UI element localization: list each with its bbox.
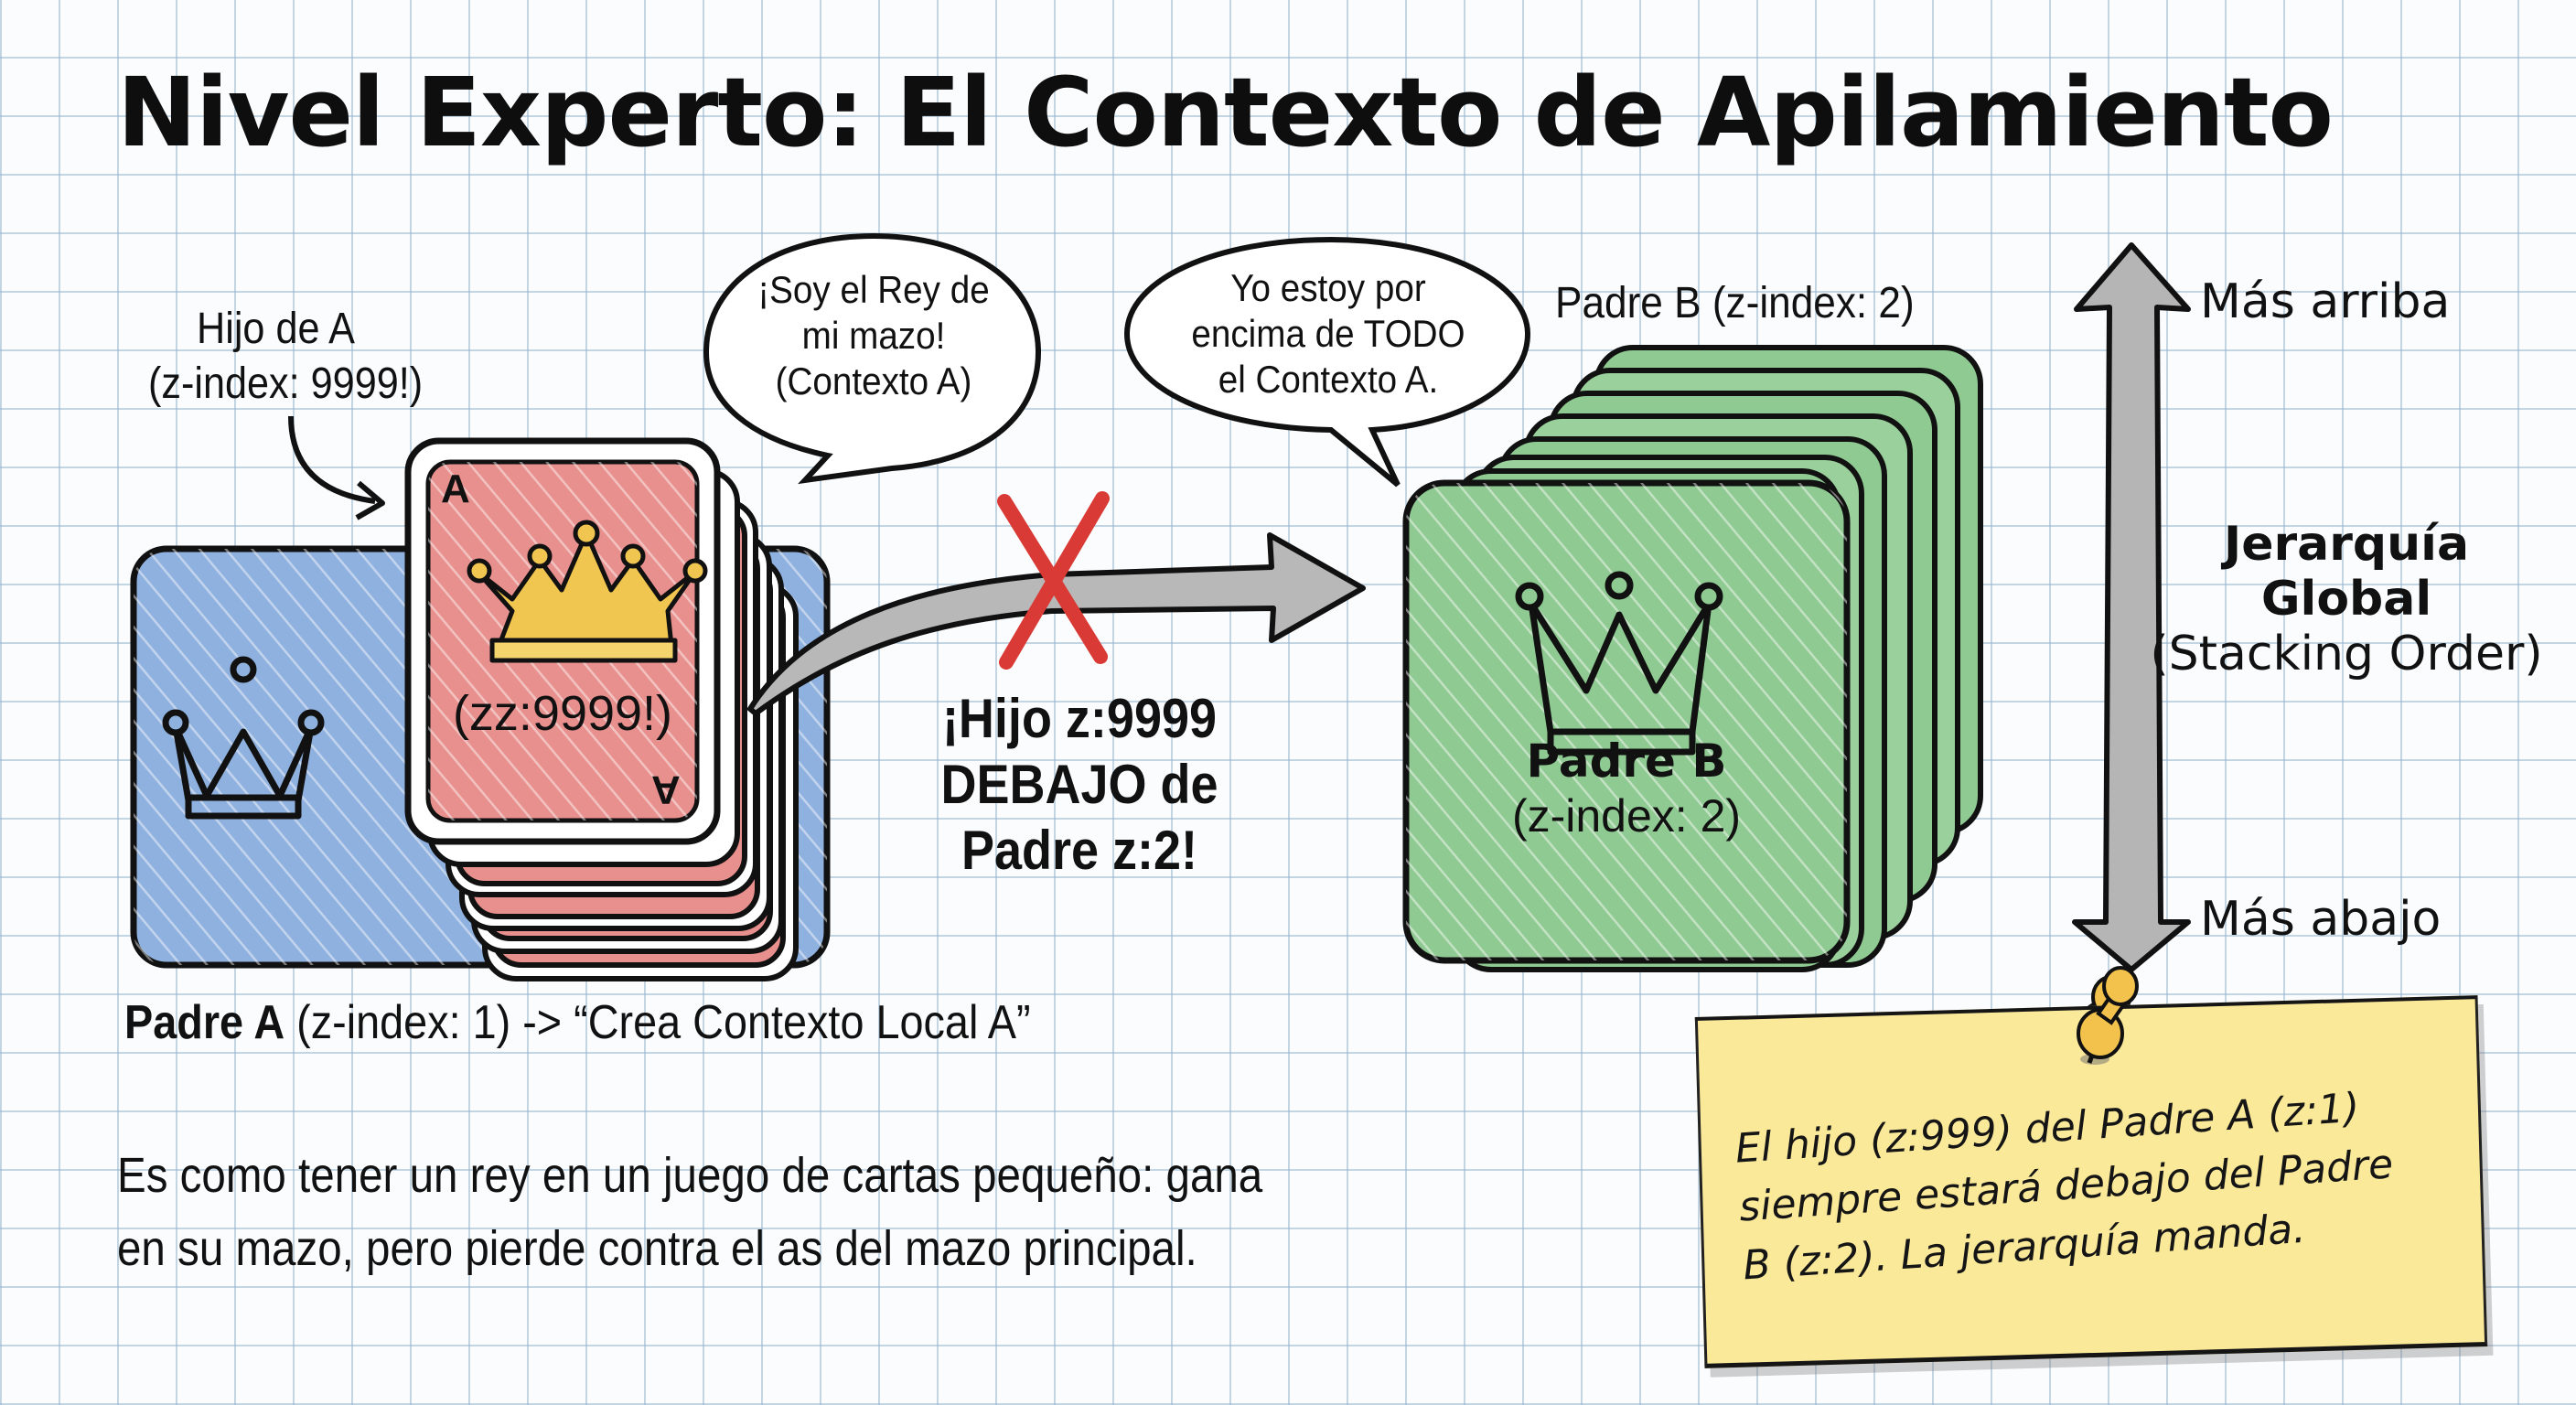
bubble-child-line3: (Contexto A) — [775, 359, 972, 402]
child-label: Hijo de A (z-index: 9999!) — [148, 302, 424, 412]
bottom-paragraph-line1: Es como tener un rey en un juego de cart… — [117, 1148, 1263, 1203]
hierarchy-bottom-label: Más abajo — [2200, 892, 2442, 947]
page-title: Nivel Experto: El Contexto de Apilamient… — [117, 57, 2334, 168]
hierarchy-title-line2: Global — [2260, 572, 2432, 627]
hierarchy-title: Jerarquía Global (Stacking Order) — [2150, 517, 2543, 681]
hierarchy-title-line1: Jerarquía — [2223, 517, 2470, 572]
bubble-parent-b-line3: el Contexto A. — [1218, 358, 1439, 401]
curved-arrow-right-icon — [747, 532, 1366, 716]
bubble-parent-b-line2: encima de TODO — [1191, 312, 1465, 355]
bubble-parent-b-line1: Yo estoy por — [1230, 266, 1426, 309]
crown-outline-icon — [1515, 571, 1723, 756]
double-arrow-vertical-icon — [2072, 242, 2191, 972]
crown-icon — [467, 520, 708, 663]
parent-b-header: Padre B (z-index: 2) — [1555, 279, 1915, 327]
speech-bubble-child — [703, 232, 1042, 485]
pointer-arrow-icon — [288, 415, 376, 504]
parent-b-card — [1402, 479, 1851, 964]
parent-a-caption-bold: Padre A — [124, 996, 285, 1049]
parent-a-caption-rest: (z-index: 1) -> “Crea Contexto Local A” — [284, 996, 1031, 1049]
card-corner-top: A — [441, 467, 470, 511]
bubble-child-line2: mi mazo! — [801, 314, 946, 357]
child-card-value: (zz:9999!) — [452, 686, 673, 741]
child-label-line1: Hijo de A — [197, 305, 355, 353]
speech-bubble-parent-b — [1123, 236, 1531, 488]
middle-explanation: ¡Hijo z:9999 DEBAJO de Padre z:2! — [898, 686, 1261, 884]
middle-line2: DEBAJO de — [940, 754, 1218, 815]
hierarchy-top-label: Más arriba — [2200, 274, 2451, 329]
parent-a-caption: Padre A (z-index: 1) -> “Crea Contexto L… — [124, 995, 1031, 1050]
middle-line3: Padre z:2! — [961, 820, 1198, 881]
middle-line1: ¡Hijo z:9999 — [941, 688, 1218, 749]
bubble-parent-b-text: Yo estoy por encima de TODO el Contexto … — [1168, 265, 1488, 402]
bottom-paragraph-line2: en su mazo, pero pierde contra el as del… — [117, 1221, 1197, 1276]
parent-b-card-title: Padre B — [1526, 735, 1727, 788]
red-x-icon — [997, 491, 1110, 670]
pushpin-icon — [2077, 966, 2139, 1065]
child-label-line2: (z-index: 9999!) — [148, 359, 424, 408]
bubble-child-text: ¡Soy el Rey de mi mazo! (Contexto A) — [735, 267, 1013, 404]
parent-b-card-text: Padre B (z-index: 2) — [1406, 734, 1847, 843]
bottom-paragraph: Es como tener un rey en un juego de cart… — [117, 1139, 1262, 1285]
hierarchy-title-line3: (Stacking Order) — [2150, 627, 2543, 681]
bubble-child-line1: ¡Soy el Rey de — [757, 268, 990, 311]
crown-outline-icon — [162, 656, 325, 820]
parent-b-card-subtitle: (z-index: 2) — [1511, 790, 1742, 842]
